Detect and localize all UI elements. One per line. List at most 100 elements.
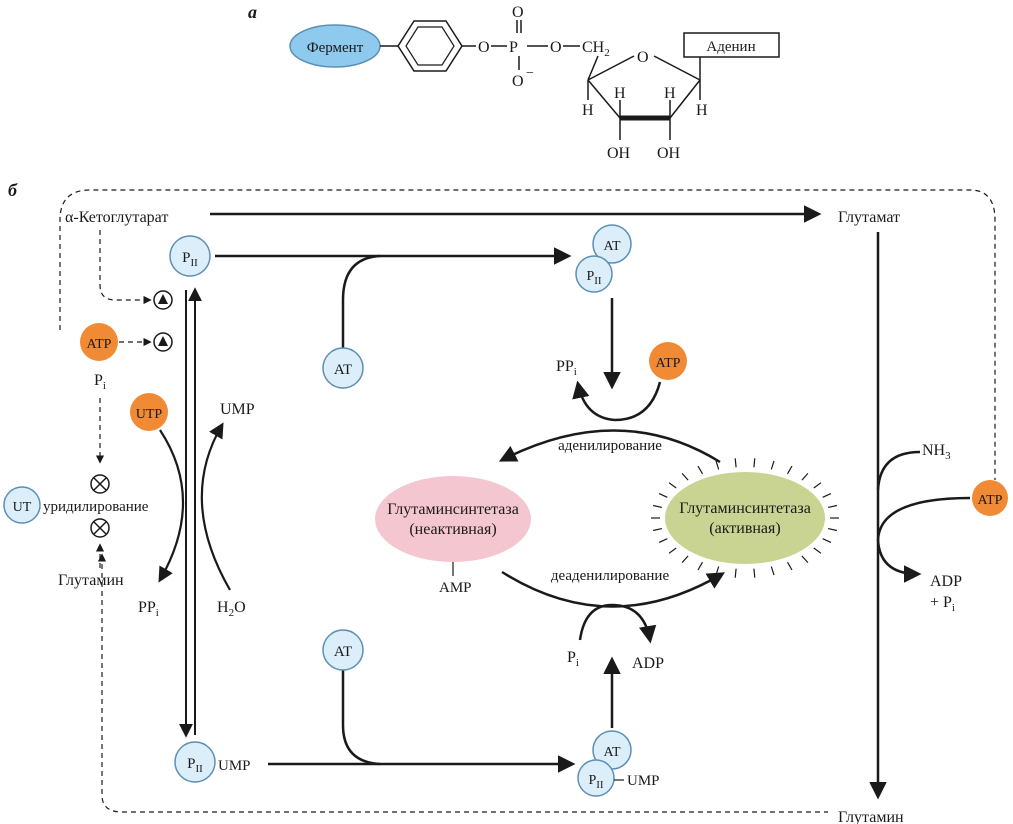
glutamine-left-label: Глутамин: [58, 572, 124, 589]
pi-label-left: Pi: [94, 372, 106, 392]
ester-oxygen-1: O: [478, 39, 490, 56]
activity-ray: [652, 528, 663, 532]
atp-to-ppi-curve: [572, 380, 662, 422]
activation-triangle-2: [158, 336, 168, 346]
activity-ray: [681, 472, 689, 481]
at-circle-bottom: [322, 629, 364, 671]
phosphorus: P: [509, 39, 518, 56]
panel-b: б α-Кетоглутарат Глутамат Глутамин NH3 A…: [3, 180, 1008, 824]
gs-inactive-line2: (неактивная): [409, 521, 496, 538]
adenylation-arc: [498, 429, 721, 464]
atp-circle-right: [972, 480, 1008, 516]
ester-oxygen-2: O: [550, 39, 562, 56]
nh3-label: NH3: [922, 442, 951, 462]
activity-ray: [786, 561, 793, 571]
adenine-box: [683, 32, 780, 58]
pii-circle-complex-bottom: [577, 759, 615, 797]
minus-charge: −: [526, 66, 534, 81]
gs-active-line2: (активная): [709, 520, 780, 537]
uridylation-label: уридилирование: [43, 499, 149, 515]
activity-ray: [668, 547, 677, 554]
adp-mid-label: ADP: [632, 655, 664, 672]
phosphoryl-oxygen: O: [512, 4, 524, 21]
activity-ray: [658, 493, 668, 498]
plus-pi-label: + Pi: [930, 594, 955, 614]
pii-label-complex-top: PII: [586, 269, 601, 287]
hydroxyl-1: OH: [607, 145, 631, 162]
adenylation-label: аденилирование: [558, 438, 662, 454]
activity-ray: [681, 555, 689, 564]
enzyme-label: Фермент: [307, 40, 364, 56]
utp-label: UTP: [136, 407, 163, 422]
ump-bottom-label: UMP: [218, 758, 251, 774]
activity-ray: [822, 493, 832, 498]
gs-inactive-ellipse: [375, 476, 531, 562]
activity-ray: [715, 566, 720, 576]
h2o-label: H2O: [217, 599, 246, 619]
ribose-ring: [587, 55, 701, 140]
atp-label-left: ATP: [87, 337, 112, 352]
at-label-mid: AT: [334, 362, 352, 378]
activity-ray: [715, 460, 720, 470]
ump-label: UMP: [220, 401, 255, 418]
activity-ray: [753, 458, 756, 468]
activity-ray: [827, 504, 838, 508]
panel-b-label: б: [8, 180, 18, 200]
at-label-complex-bottom: AT: [603, 745, 621, 760]
feedback-loop-bottom: [97, 553, 828, 813]
activity-ray: [822, 538, 832, 543]
at-circle-mid: [322, 347, 364, 389]
adp-output-curve: [876, 539, 922, 583]
activation-triangle-1: [158, 294, 168, 304]
gs-active-line1: Глутаминсинтетаза: [679, 500, 811, 517]
pi-to-adp-curve: [578, 603, 657, 644]
ump-complex-label: UMP: [627, 773, 660, 789]
h-atom-2: H: [614, 85, 626, 102]
panel-a-label: а: [248, 2, 257, 22]
ch2-group: CH2: [582, 39, 610, 59]
deadenylation-label: деаденилирование: [551, 568, 670, 584]
activity-ray: [801, 555, 809, 564]
activity-ray: [770, 460, 775, 470]
h-atom-3: H: [664, 85, 676, 102]
at-label-bottom: AT: [334, 644, 352, 660]
activity-ray: [786, 465, 793, 475]
activity-ray: [753, 568, 756, 578]
activity-ray: [734, 458, 737, 468]
activity-ray: [697, 561, 704, 571]
glutamate-label: Глутамат: [838, 209, 900, 226]
glutamine-bottom-label: Глутамин: [838, 809, 904, 824]
activity-ray: [827, 528, 838, 532]
adenine-label: Аденин: [706, 39, 755, 55]
uridylation-curve: [158, 429, 184, 583]
ppi-left-label: PPi: [138, 599, 159, 619]
activity-ray: [801, 472, 809, 481]
pii-circle-bottom: [174, 741, 216, 783]
ut-circle: [3, 486, 41, 524]
activity-ray: [652, 504, 663, 508]
feedback-loop-top: [59, 189, 996, 480]
hydroxyl-2: OH: [657, 145, 681, 162]
pii-label-complex-bottom: PII: [588, 773, 603, 791]
atp-input-curve: [876, 496, 971, 541]
gs-inactive-line1: Глутаминсинтетаза: [387, 501, 519, 518]
atp-label-right: ATP: [978, 493, 1003, 508]
inhibition-site-1: [90, 474, 110, 494]
pii-circle-top: [169, 235, 211, 277]
inhibition-site-2: [90, 518, 110, 538]
ppi-mid-label: PPi: [556, 358, 577, 378]
gs-active-rays: [651, 458, 839, 578]
activity-ray: [658, 538, 668, 543]
anionic-oxygen: O: [512, 73, 524, 90]
atp-circle-left: [80, 323, 118, 361]
pii-circle-complex-top: [575, 255, 613, 293]
alpha-ketoglutarate-label: α-Кетоглутарат: [65, 209, 168, 226]
adp-right-label: ADP: [930, 573, 962, 590]
activity-ray: [697, 465, 704, 475]
activity-ray: [813, 547, 822, 554]
activity-ray: [668, 482, 677, 489]
at-binding-bottom: [341, 668, 381, 766]
deuridylation-curve: [200, 422, 231, 591]
